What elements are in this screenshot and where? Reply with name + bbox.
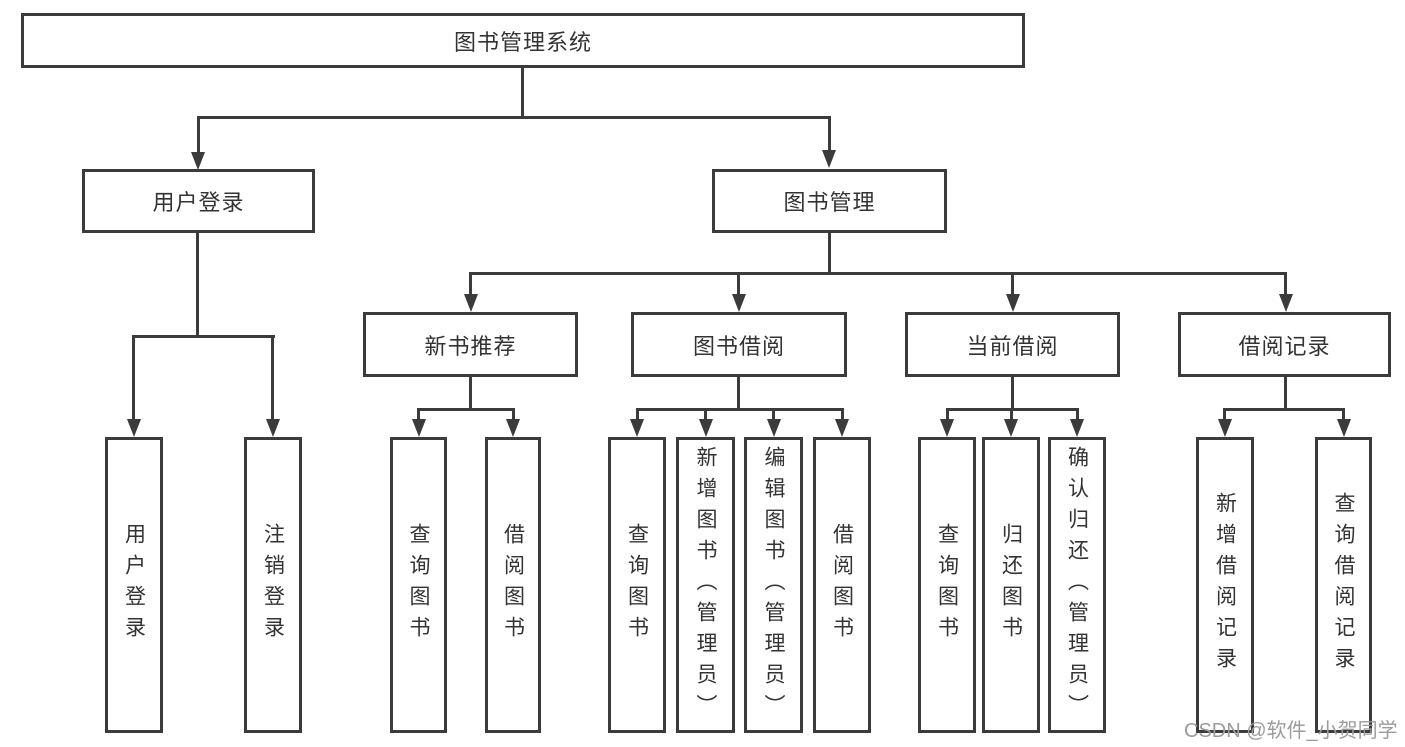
connector-line bbox=[417, 408, 420, 421]
connector-line bbox=[469, 272, 1287, 275]
node-label: 确认归还（管理员） bbox=[1065, 445, 1089, 725]
leaf-borrow-books-recommend: 借阅图书 bbox=[485, 437, 541, 733]
node-book-borrowing: 图书借阅 bbox=[631, 312, 847, 377]
leaf-user-login: 用户登录 bbox=[105, 437, 163, 733]
connector-line bbox=[1010, 408, 1013, 421]
node-label: 新增借阅记录 bbox=[1213, 492, 1237, 678]
node-label: 借阅图书 bbox=[501, 523, 525, 647]
leaf-add-borrow-record: 新增借阅记录 bbox=[1196, 437, 1254, 733]
arrowhead-down-icon bbox=[412, 419, 426, 437]
leaf-confirm-return-admin: 确认归还（管理员） bbox=[1048, 437, 1106, 733]
node-library-management-system: 图书管理系统 bbox=[21, 13, 1025, 68]
node-label: 查询图书 bbox=[935, 523, 959, 647]
arrowhead-down-icon bbox=[699, 419, 713, 437]
node-label: 图书管理系统 bbox=[453, 29, 592, 55]
node-label: 借阅图书 bbox=[830, 523, 854, 647]
connector-line bbox=[1284, 272, 1287, 296]
connector-line bbox=[1011, 377, 1014, 411]
arrowhead-down-icon bbox=[1337, 419, 1351, 437]
leaf-edit-books-admin: 编辑图书（管理员） bbox=[744, 437, 803, 733]
arrowhead-down-icon bbox=[732, 294, 746, 312]
csdn-watermark: CSDN @软件_小贺同学 bbox=[1184, 720, 1398, 742]
node-label: 图书管理 bbox=[783, 190, 876, 215]
connector-line bbox=[1011, 272, 1014, 296]
connector-line bbox=[521, 68, 524, 119]
node-user-login: 用户登录 bbox=[82, 169, 315, 233]
connector-line bbox=[469, 377, 472, 411]
node-label: 借阅记录 bbox=[1238, 333, 1331, 359]
arrowhead-down-icon bbox=[1004, 419, 1018, 437]
leaf-query-books-current: 查询图书 bbox=[918, 437, 976, 733]
connector-line bbox=[737, 377, 740, 411]
node-label: 查询图书 bbox=[407, 523, 430, 647]
arrowhead-down-icon bbox=[506, 419, 520, 437]
arrowhead-down-icon bbox=[1279, 294, 1293, 312]
node-label: 编辑图书（管理员） bbox=[762, 445, 785, 725]
connector-line bbox=[1223, 408, 1226, 421]
leaf-query-books-borrowing: 查询图书 bbox=[608, 437, 666, 733]
connector-line bbox=[828, 116, 831, 152]
leaf-return-books: 归还图书 bbox=[982, 437, 1040, 733]
connector-line bbox=[946, 408, 949, 421]
leaf-borrow-books: 借阅图书 bbox=[813, 437, 871, 733]
arrowhead-down-icon bbox=[1070, 419, 1084, 437]
connector-line bbox=[841, 408, 844, 421]
node-current-borrowing: 当前借阅 bbox=[905, 312, 1120, 377]
node-label: 用户登录 bbox=[152, 190, 245, 215]
connector-line bbox=[132, 335, 275, 338]
leaf-query-books-recommend: 查询图书 bbox=[390, 437, 447, 733]
node-label: 图书借阅 bbox=[692, 333, 785, 359]
connector-line bbox=[636, 408, 639, 421]
arrowhead-down-icon bbox=[1006, 294, 1020, 312]
node-label: 新增图书（管理员） bbox=[694, 445, 717, 725]
connector-line bbox=[197, 116, 831, 119]
arrowhead-down-icon bbox=[127, 419, 141, 437]
connector-line bbox=[512, 408, 515, 421]
arrowhead-down-icon bbox=[767, 419, 781, 437]
connector-line bbox=[772, 408, 775, 421]
connector-line bbox=[704, 408, 707, 421]
arrowhead-down-icon bbox=[266, 419, 280, 437]
connector-line bbox=[417, 408, 515, 411]
arrowhead-down-icon bbox=[191, 152, 205, 170]
arrowhead-down-icon bbox=[822, 150, 836, 168]
arrowhead-down-icon bbox=[940, 419, 954, 437]
leaf-logout: 注销登录 bbox=[244, 437, 302, 733]
connector-line bbox=[828, 233, 831, 275]
connector-line bbox=[196, 233, 199, 338]
connector-line bbox=[636, 408, 844, 411]
connector-line bbox=[271, 335, 274, 421]
connector-line bbox=[1076, 408, 1079, 421]
node-label: 用户登录 bbox=[122, 523, 146, 647]
node-borrowing-records: 借阅记录 bbox=[1178, 312, 1391, 377]
connector-line bbox=[132, 335, 135, 421]
node-label: 注销登录 bbox=[261, 523, 285, 647]
leaf-query-borrow-record: 查询借阅记录 bbox=[1315, 437, 1372, 733]
node-new-book-recommend: 新书推荐 bbox=[363, 312, 578, 377]
arrowhead-down-icon bbox=[464, 294, 478, 312]
arrowhead-down-icon bbox=[630, 419, 644, 437]
arrowhead-down-icon bbox=[1218, 419, 1232, 437]
connector-line bbox=[1284, 377, 1287, 411]
arrowhead-down-icon bbox=[835, 419, 849, 437]
leaf-add-books-admin: 新增图书（管理员） bbox=[676, 437, 735, 733]
node-label: 归还图书 bbox=[999, 523, 1023, 647]
connector-line bbox=[737, 272, 740, 296]
connector-line bbox=[1342, 408, 1345, 421]
connector-line bbox=[1223, 408, 1345, 411]
node-label: 新书推荐 bbox=[424, 333, 517, 359]
connector-line bbox=[469, 272, 472, 296]
node-book-management: 图书管理 bbox=[712, 169, 947, 233]
node-label: 查询借阅记录 bbox=[1332, 492, 1355, 678]
connector-line bbox=[197, 116, 200, 154]
node-label: 查询图书 bbox=[625, 523, 649, 647]
node-label: 当前借阅 bbox=[966, 333, 1059, 359]
